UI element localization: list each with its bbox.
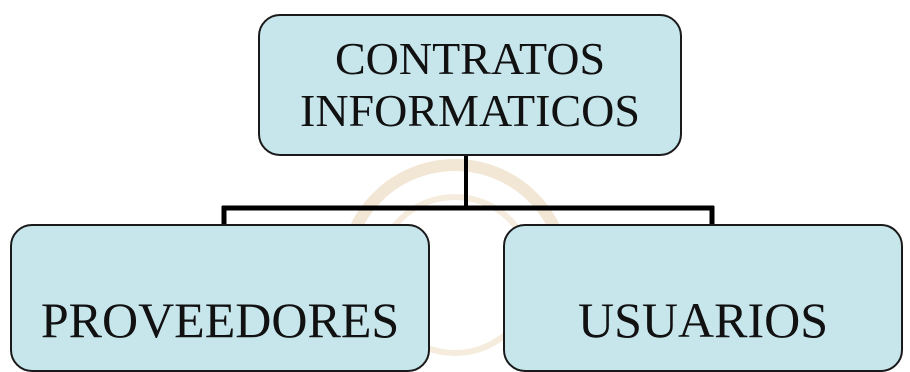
child-node-label: USUARIOS xyxy=(577,292,829,348)
root-node: CONTRATOS INFORMATICOS xyxy=(258,14,682,156)
child-node-proveedores: PROVEEDORES xyxy=(10,224,430,372)
child-node-label: PROVEEDORES xyxy=(40,292,400,348)
root-node-line1: CONTRATOS xyxy=(334,33,606,84)
root-node-line2: INFORMATICOS xyxy=(300,85,640,136)
tree-connectors xyxy=(221,156,715,226)
child-node-usuarios: USUARIOS xyxy=(503,224,903,372)
